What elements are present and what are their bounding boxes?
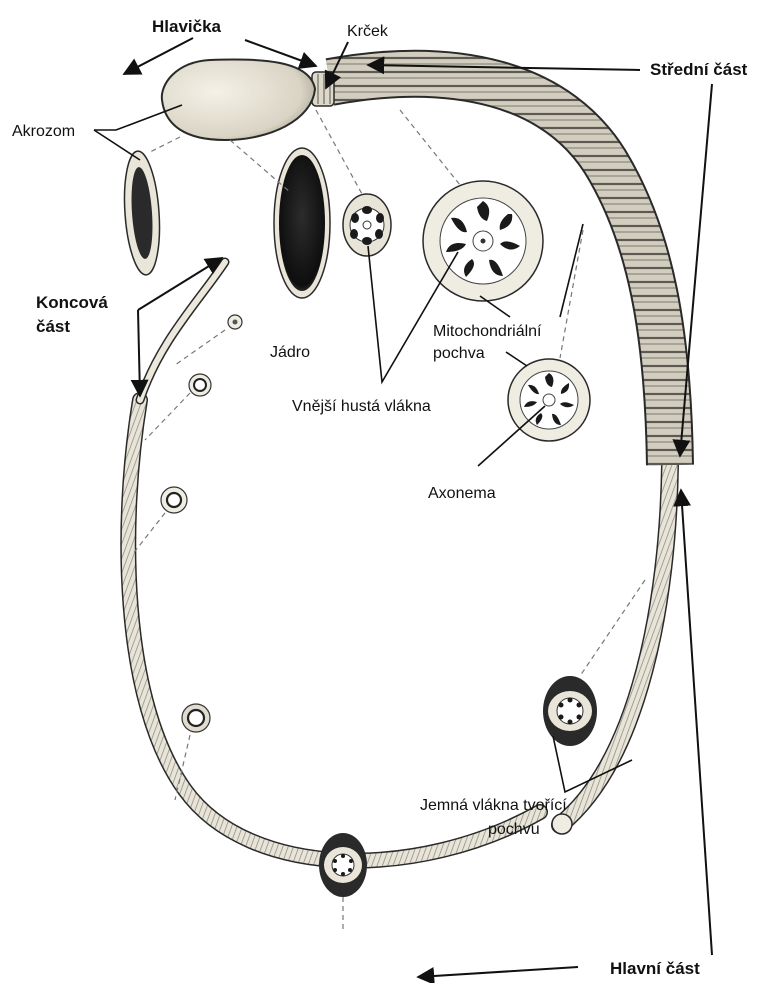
small-section-3 <box>161 487 187 513</box>
tail-end-cross-section <box>552 814 572 834</box>
sperm-head <box>162 59 315 140</box>
small-section-1 <box>228 315 242 329</box>
fibrous-label-line1: Jemná vlákna tvořící <box>420 797 567 814</box>
acrosome-label: Akrozom <box>12 123 75 140</box>
principal-section-bottom <box>319 833 367 897</box>
nucleus-section <box>274 148 330 298</box>
middle-piece-label: Střední část <box>650 60 748 79</box>
end-piece-label-line1: Koncová <box>36 293 108 312</box>
neck-label: Krček <box>347 23 389 40</box>
head-label: Hlavička <box>152 17 222 36</box>
fibrous-sheath-section <box>543 676 597 746</box>
mito-label-line2: pochva <box>433 345 485 362</box>
fibrous-label-line2: pochvu <box>488 821 540 838</box>
axoneme-label: Axonema <box>428 485 496 502</box>
acrosome-section <box>121 150 164 276</box>
small-section-2 <box>189 374 211 396</box>
principal-piece-tail <box>128 400 670 861</box>
small-section-4 <box>182 704 210 732</box>
end-piece-label-line2: část <box>36 317 70 336</box>
outer-fibers-label: Vnější hustá vlákna <box>292 398 431 415</box>
outer-fibers-section <box>343 194 391 256</box>
mitochondrial-section-1 <box>423 181 543 301</box>
mito-label-line1: Mitochondriální <box>433 323 542 340</box>
principal-piece-label: Hlavní část <box>610 959 700 978</box>
nucleus-label: Jádro <box>270 344 310 361</box>
